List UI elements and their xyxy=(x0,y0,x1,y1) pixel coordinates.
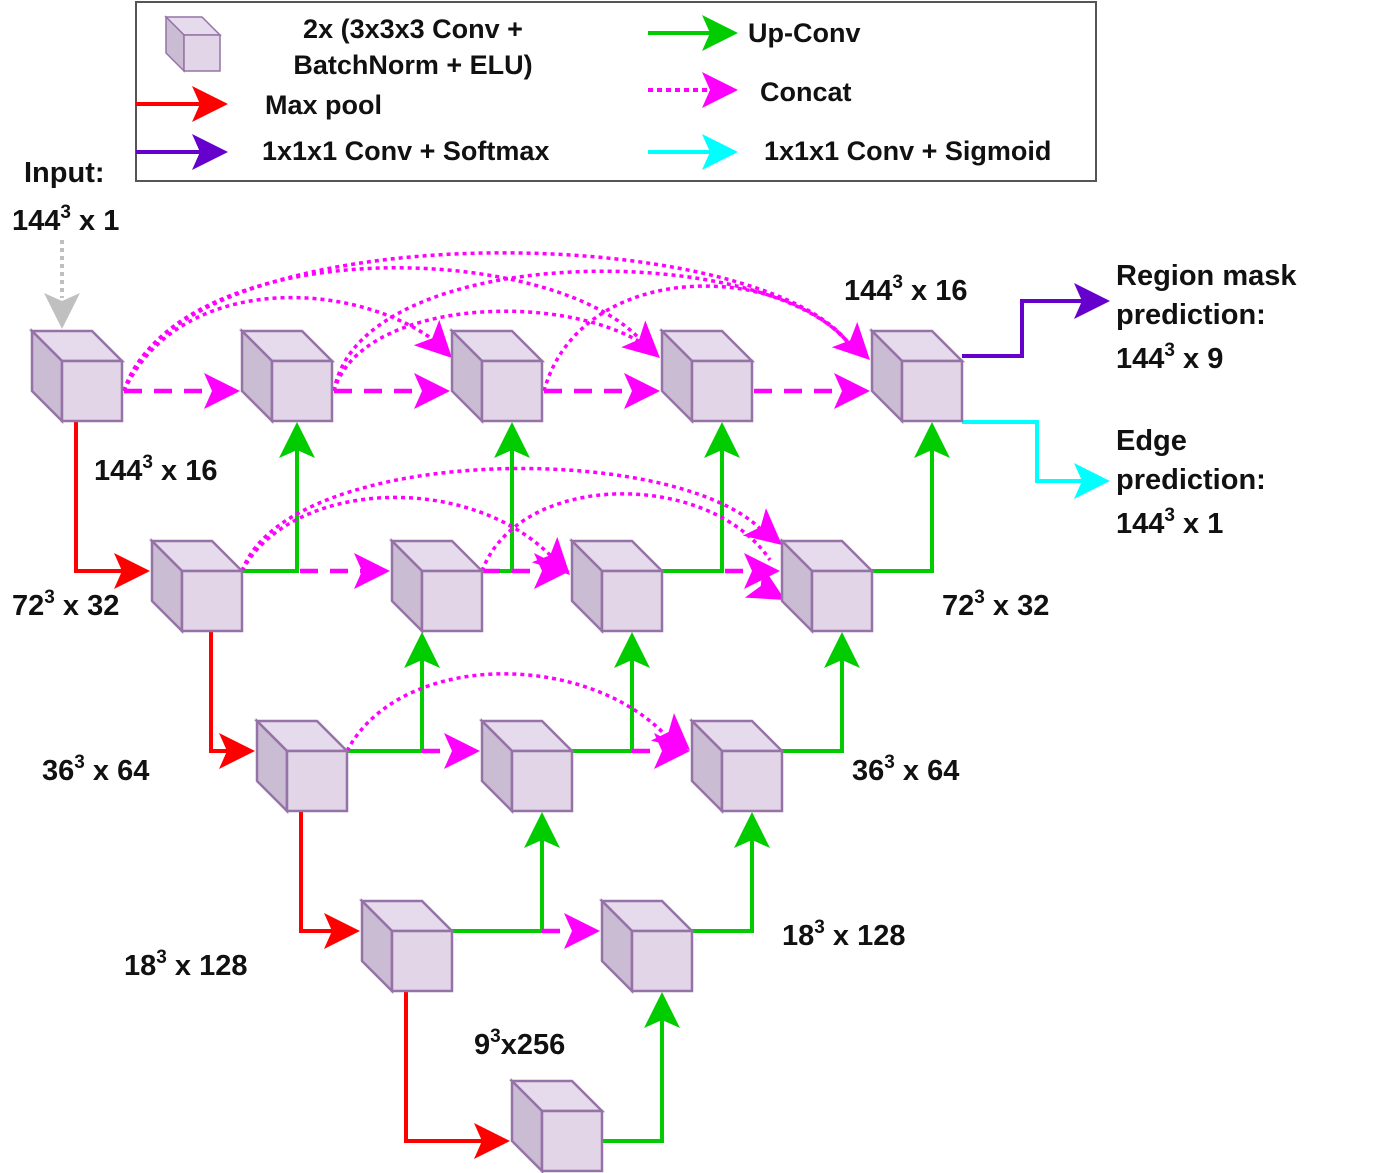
edge-output-label: Edge prediction: 1443 x 1 xyxy=(1116,425,1266,540)
legend-softmax-label: 1x1x1 Conv + Softmax xyxy=(262,136,549,166)
dim-bottleneck: 93x256 xyxy=(474,1026,565,1061)
block-l1-c3 xyxy=(780,539,874,633)
input-shape: 1443 x 1 xyxy=(12,202,119,237)
legend-block-line1: 2x (3x3x3 Conv + xyxy=(303,14,523,44)
legend-softmax-arrow xyxy=(136,134,228,170)
input-arrow xyxy=(44,240,80,329)
block-l1-c1 xyxy=(390,539,484,633)
block-l3-c0 xyxy=(360,899,454,993)
legend-concat-label: Concat xyxy=(760,77,852,107)
concat-dashed xyxy=(124,388,842,934)
block-l2-c1 xyxy=(480,719,574,813)
region-output-label: Region mask prediction: 1443 x 9 xyxy=(1116,260,1297,375)
dim-l3-decoder: 183 x 128 xyxy=(782,917,905,952)
legend-concat-arrow xyxy=(648,72,738,108)
dim-l1-decoder: 723 x 32 xyxy=(942,587,1049,622)
block-bottleneck xyxy=(510,1079,604,1173)
legend-box xyxy=(135,1,1097,182)
block-l3-c1 xyxy=(600,899,694,993)
legend-block-line2: BatchNorm + ELU) xyxy=(293,50,532,80)
block-l2-c0 xyxy=(255,719,349,813)
block-l0-c1 xyxy=(240,329,334,423)
block-l0-c3 xyxy=(660,329,754,423)
dim-l1-encoder: 723 x 32 xyxy=(12,587,119,622)
legend: 2x (3x3x3 Conv + BatchNorm + ELU) Max po… xyxy=(135,1,1097,182)
region-output-line2: prediction: xyxy=(1116,299,1266,331)
block-l0-c4 xyxy=(870,329,964,423)
dim-l2-decoder: 363 x 64 xyxy=(852,752,959,787)
block-l2-c2 xyxy=(690,719,784,813)
legend-upconv-label: Up-Conv xyxy=(748,18,860,48)
edge-output-line2: prediction: xyxy=(1116,464,1266,496)
region-output-shape: 1443 x 9 xyxy=(1116,340,1223,375)
edge-output-shape: 1443 x 1 xyxy=(1116,505,1223,540)
legend-maxpool-arrow xyxy=(136,86,228,122)
block-l0-c0 xyxy=(30,329,124,423)
concat-skip-curves xyxy=(122,251,852,752)
legend-upconv-arrow xyxy=(648,15,738,51)
block-l1-c0 xyxy=(150,539,244,633)
dim-l3-encoder: 183 x 128 xyxy=(124,947,247,982)
dim-l0-decoder: 1443 x 16 xyxy=(844,272,967,307)
softmax-output-arrow xyxy=(962,283,1110,358)
legend-sigmoid-arrow xyxy=(648,134,738,170)
legend-sigmoid-label: 1x1x1 Conv + Sigmoid xyxy=(764,136,1051,166)
block-l0-c2 xyxy=(450,329,544,423)
maxpool-arrows xyxy=(74,422,483,1143)
input-title: Input: xyxy=(24,157,105,189)
legend-maxpool-label: Max pool xyxy=(265,90,382,120)
edge-output-line1: Edge xyxy=(1116,425,1187,457)
region-output-line1: Region mask xyxy=(1116,260,1297,292)
dim-l0-encoder: 1443 x 16 xyxy=(94,452,217,487)
dim-l2-encoder: 363 x 64 xyxy=(42,752,149,787)
block-l1-c2 xyxy=(570,539,664,633)
sigmoid-output-arrow xyxy=(962,420,1110,499)
